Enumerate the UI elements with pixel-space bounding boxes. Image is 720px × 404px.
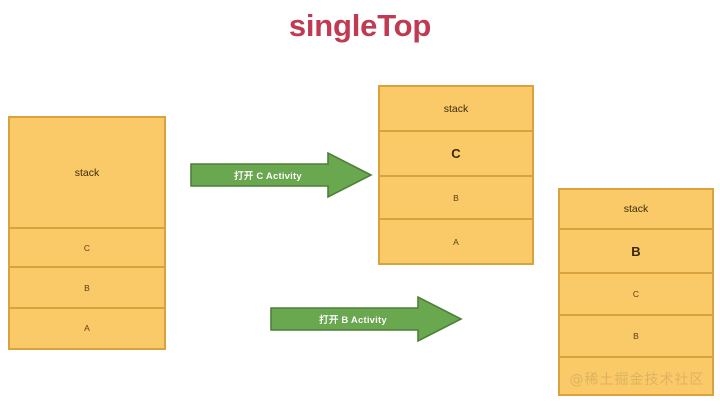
- stack-after-open-c-cell-c: C: [380, 132, 532, 177]
- stack-initial-header: stack: [10, 118, 164, 230]
- stack-after-open-b-cell-bottom: [560, 358, 712, 394]
- arrow-open-b-shape: [270, 295, 463, 343]
- arrow-open-c-shape: [190, 151, 373, 199]
- stack-after-open-b-header: stack: [560, 190, 712, 230]
- stack-after-open-b-cell-b-bottom: B: [560, 316, 712, 358]
- stack-after-open-b-cell-b-top: B: [560, 230, 712, 274]
- arrow-open-b-activity: 打开 B Activity: [270, 295, 463, 343]
- stack-after-open-b: stack B C B: [558, 188, 714, 396]
- stack-initial-cell-b: B: [10, 268, 164, 309]
- stack-after-open-b-cell-c: C: [560, 274, 712, 316]
- arrow-open-c-activity: 打开 C Activity: [190, 151, 373, 199]
- stack-initial: stack C B A: [8, 116, 166, 350]
- stack-after-open-c: stack C B A: [378, 85, 534, 265]
- stack-after-open-c-header: stack: [380, 87, 532, 132]
- stack-after-open-c-cell-b: B: [380, 177, 532, 220]
- page-title: singleTop: [288, 8, 432, 43]
- stack-after-open-c-cell-a: A: [380, 220, 532, 263]
- stack-initial-cell-c: C: [10, 229, 164, 269]
- stack-initial-cell-a: A: [10, 308, 164, 348]
